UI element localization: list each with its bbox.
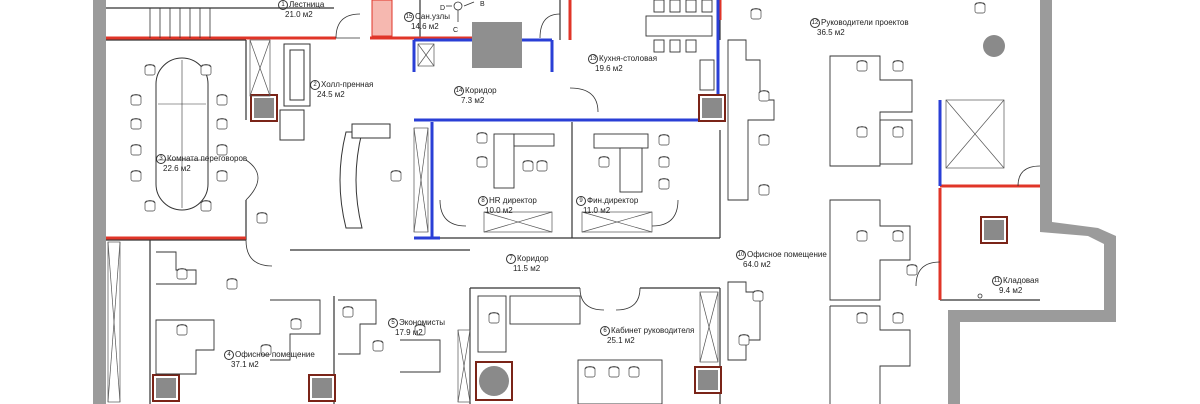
room-name: Кладовая	[1003, 276, 1039, 286]
room-name: Холл-пренная	[321, 80, 374, 90]
kitchen-tables	[645, 0, 715, 91]
room-name: Лестница	[289, 0, 325, 10]
room-area: 19.6 м2	[595, 64, 623, 73]
room-area: 14.6 м2	[411, 22, 439, 31]
room-name: HR директор	[489, 196, 537, 206]
room-number: 9	[576, 196, 586, 206]
room-area: 22.6 м2	[163, 164, 191, 173]
room-name: Руководители проектов	[821, 18, 909, 28]
room-number: 13	[588, 54, 598, 64]
room-number: 11	[992, 276, 1002, 286]
riser-marker	[446, 1, 983, 299]
new-partitions	[412, 0, 942, 240]
office-furniture	[155, 212, 663, 404]
room-name: Кухня-столовая	[599, 54, 658, 64]
sanitary-shaft	[371, 0, 393, 37]
room-name: Фин.директор	[587, 196, 639, 206]
room-name: Комната переговоров	[167, 154, 248, 164]
riser-marker-b: B	[480, 1, 485, 8]
room-area: 7.3 м2	[461, 96, 485, 105]
doors	[245, 13, 1041, 311]
room-area: 37.1 м2	[231, 360, 259, 369]
reception-desk	[339, 123, 402, 229]
columns	[152, 94, 1008, 402]
room-number: 4	[224, 350, 234, 360]
elevator-shaft	[472, 22, 522, 68]
round-column	[983, 35, 1005, 57]
room-number: 5	[388, 318, 398, 328]
storage-cabinets	[107, 39, 1005, 403]
room-area: 36.5 м2	[817, 28, 845, 37]
conference-table	[130, 57, 228, 212]
room-number: 1	[278, 0, 288, 10]
room-area: 10.0 м2	[485, 206, 513, 215]
room-area: 25.1 м2	[607, 336, 635, 345]
room-number: 2	[310, 80, 320, 90]
room-area: 9.4 м2	[999, 286, 1023, 295]
room-name: Офисное помещение	[235, 350, 315, 360]
room-number: 12	[810, 18, 820, 28]
room-number: 10	[736, 250, 746, 260]
outer-walls	[93, 0, 1116, 404]
staircase	[149, 8, 211, 38]
room-name: Экономисты	[399, 318, 446, 328]
riser-marker-c: C	[453, 27, 458, 34]
room-number: 6	[600, 326, 610, 336]
room-number: 7	[506, 254, 516, 264]
room-number: 15	[404, 12, 414, 22]
room-number: 3	[156, 154, 166, 164]
room-area: 11.0 м2	[583, 206, 611, 215]
room-area: 21.0 м2	[285, 10, 313, 19]
director-desks	[476, 132, 670, 193]
room-name: Коридор	[465, 86, 497, 96]
room-area: 24.5 м2	[317, 90, 345, 99]
room-number: 8	[478, 196, 488, 206]
room-name: Коридор	[517, 254, 549, 264]
riser-marker-d: D	[440, 5, 445, 12]
room-name: Офисное помещение	[747, 250, 827, 260]
room-area: 11.5 м2	[513, 264, 541, 273]
workstations	[727, 2, 986, 404]
room-area: 17.9 м2	[395, 328, 423, 337]
room-name: Кабинет руководителя	[611, 326, 695, 336]
room-name: Сан.узлы	[415, 12, 450, 22]
interior-walls	[106, 0, 1040, 404]
room-number: 14	[454, 86, 464, 96]
hall-sofa	[279, 43, 311, 141]
room-area: 64.0 м2	[743, 260, 771, 269]
